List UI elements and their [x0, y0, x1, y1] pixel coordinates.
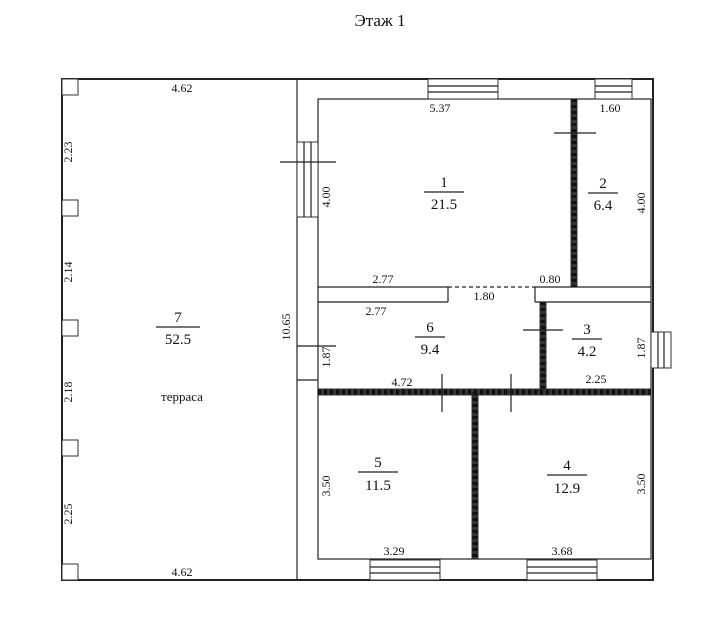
- room-4-area: 12.9: [554, 481, 580, 497]
- dim-left-1: 2.23: [61, 142, 75, 163]
- dim-room4-height: 3.50: [634, 474, 648, 495]
- dimension-labels: 4.62 4.62 2.23 2.14 2.18 2.25 10.65 5.37…: [61, 81, 648, 579]
- room-1-number: 1: [440, 175, 448, 191]
- room-2: 2 6.4: [588, 176, 618, 214]
- dim-room4-top: 2.25: [586, 372, 607, 386]
- room-1: 1 21.5: [424, 175, 464, 213]
- dim-room1-top: 5.37: [430, 101, 451, 115]
- dim-left-3: 2.18: [61, 382, 75, 403]
- floor-title: Этаж 1: [355, 11, 406, 30]
- dim-small-gap: 0.80: [540, 272, 561, 286]
- room-6-number: 6: [426, 320, 434, 336]
- room-3: 3 4.2: [572, 322, 602, 360]
- room-7-area: 52.5: [165, 332, 191, 348]
- room-5-number: 5: [374, 455, 382, 471]
- dim-room5-bottom: 3.29: [384, 544, 405, 558]
- room-3-area: 4.2: [578, 344, 597, 360]
- window-top-1: [427, 78, 499, 100]
- room-1-area: 21.5: [431, 197, 457, 213]
- dim-corridor-b: 2.77: [366, 304, 387, 318]
- dim-overall-height: 10.65: [279, 314, 293, 341]
- dim-room2-height: 4.00: [634, 193, 648, 214]
- room-7-number: 7: [174, 310, 182, 326]
- window-right: [650, 331, 672, 369]
- dim-terrace-top: 4.62: [172, 81, 193, 95]
- dim-corridor-a: 2.77: [373, 272, 394, 286]
- room-6: 6 9.4: [415, 320, 445, 358]
- dim-door-gap: 1.80: [474, 289, 495, 303]
- dim-left-4: 2.25: [61, 504, 75, 525]
- room-2-area: 6.4: [594, 198, 613, 214]
- window-top-2: [594, 78, 633, 100]
- window-left-room1: [280, 141, 336, 218]
- room-7-label: терраса: [161, 389, 203, 404]
- room-3-number: 3: [583, 322, 591, 338]
- terrace-posts: [61, 78, 79, 581]
- dim-room3-height: 1.87: [634, 338, 648, 359]
- dim-room5-height: 3.50: [319, 476, 333, 497]
- room-5-area: 11.5: [365, 478, 391, 494]
- dim-left-2: 2.14: [61, 262, 75, 283]
- dim-room2-top: 1.60: [600, 101, 621, 115]
- dim-terrace-bottom: 4.62: [172, 565, 193, 579]
- window-bottom-2: [526, 559, 598, 581]
- dim-room4-bottom: 3.68: [552, 544, 573, 558]
- room-4-number: 4: [563, 458, 571, 474]
- dim-room6-height: 1.87: [319, 347, 333, 368]
- dim-room5-top: 4.72: [392, 375, 413, 389]
- room-6-area: 9.4: [421, 342, 440, 358]
- window-bottom-1: [369, 559, 441, 581]
- outer-wall: [61, 78, 654, 581]
- room-7: 7 52.5 терраса: [156, 310, 203, 404]
- room-2-number: 2: [599, 176, 607, 192]
- room-5: 5 11.5: [358, 455, 398, 494]
- dim-room1-height: 4.00: [319, 187, 333, 208]
- room-4: 4 12.9: [547, 458, 587, 497]
